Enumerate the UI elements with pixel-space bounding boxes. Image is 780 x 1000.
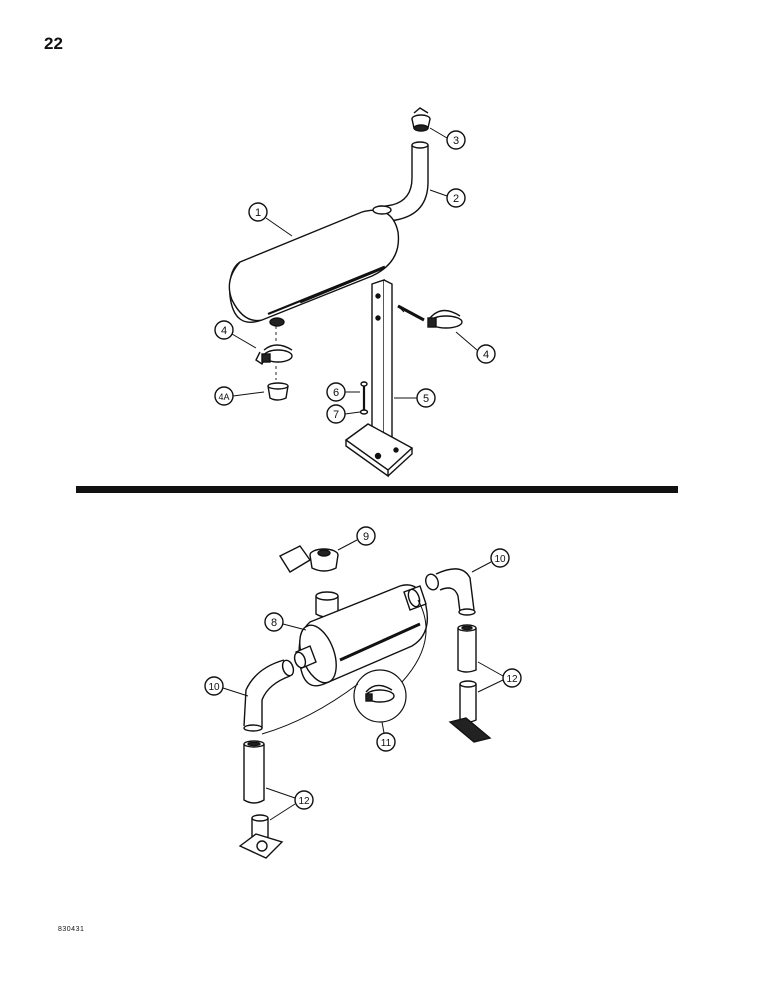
top-muffler-assembly — [214, 107, 496, 478]
callout-label-4-left: 4 — [221, 325, 227, 337]
callout-7 — [326, 404, 361, 424]
callout-4-left — [214, 320, 257, 349]
callout-4-right — [455, 331, 496, 364]
elbow-upper-right-part — [425, 568, 476, 616]
muffler-part — [228, 205, 400, 327]
support-bracket-part — [344, 279, 414, 478]
clamp-lower-part — [255, 326, 293, 366]
callout-4A — [214, 386, 265, 406]
callout-10-right — [471, 548, 510, 573]
bolt-part — [360, 381, 368, 410]
callout-label-3: 3 — [453, 135, 459, 147]
callout-label-11: 11 — [381, 738, 392, 749]
callout-9 — [337, 526, 376, 551]
rain-cap-part — [411, 107, 431, 132]
figure-code: 830431 — [58, 926, 85, 933]
pipe-right-lower-part — [448, 680, 492, 743]
callout-labels: 1 2 3 4 4 4A 5 6 7 8 9 10 10 11 12 12 — [208, 135, 518, 807]
callout-label-4A: 4A — [218, 392, 229, 402]
elbow-lower-left-part — [243, 659, 295, 732]
callout-2 — [429, 188, 466, 208]
callout-label-4-right: 4 — [483, 349, 489, 361]
section-divider — [76, 486, 678, 493]
callout-10-left — [204, 676, 249, 697]
callout-label-12-right: 12 — [506, 674, 518, 685]
callout-label-1: 1 — [255, 207, 261, 219]
pipe-left-upper-part — [243, 740, 265, 804]
callout-12-left — [265, 787, 314, 821]
callout-3 — [429, 127, 466, 150]
muffler-lower-part — [293, 584, 429, 687]
clamp-right-part — [397, 304, 463, 329]
callout-label-5: 5 — [423, 393, 429, 405]
callout-11 — [376, 721, 396, 752]
callout-label-2: 2 — [453, 193, 459, 205]
pipe-left-lower-part — [238, 814, 284, 859]
callout-label-12-left: 12 — [298, 796, 310, 807]
callout-label-7: 7 — [333, 409, 339, 421]
callout-label-9: 9 — [363, 531, 369, 543]
callout-label-6: 6 — [333, 387, 339, 399]
callout-label-10-right: 10 — [494, 554, 506, 565]
callout-8 — [264, 612, 307, 632]
clamp-lower-callout-part — [261, 599, 427, 735]
bottom-muffler-assembly — [204, 526, 522, 859]
callout-label-8: 8 — [271, 617, 277, 629]
callout-label-10-left: 10 — [208, 682, 220, 693]
callout-1 — [248, 202, 293, 237]
lock-washer-part — [359, 409, 369, 415]
page-number: 22 — [44, 34, 63, 53]
pipe-right-upper-part — [457, 624, 477, 673]
callout-6 — [326, 382, 360, 402]
callout-12-right — [477, 661, 522, 693]
rain-cap-lower-part — [278, 545, 339, 573]
adapter-sleeve-part — [267, 366, 289, 401]
callout-5 — [394, 388, 436, 408]
